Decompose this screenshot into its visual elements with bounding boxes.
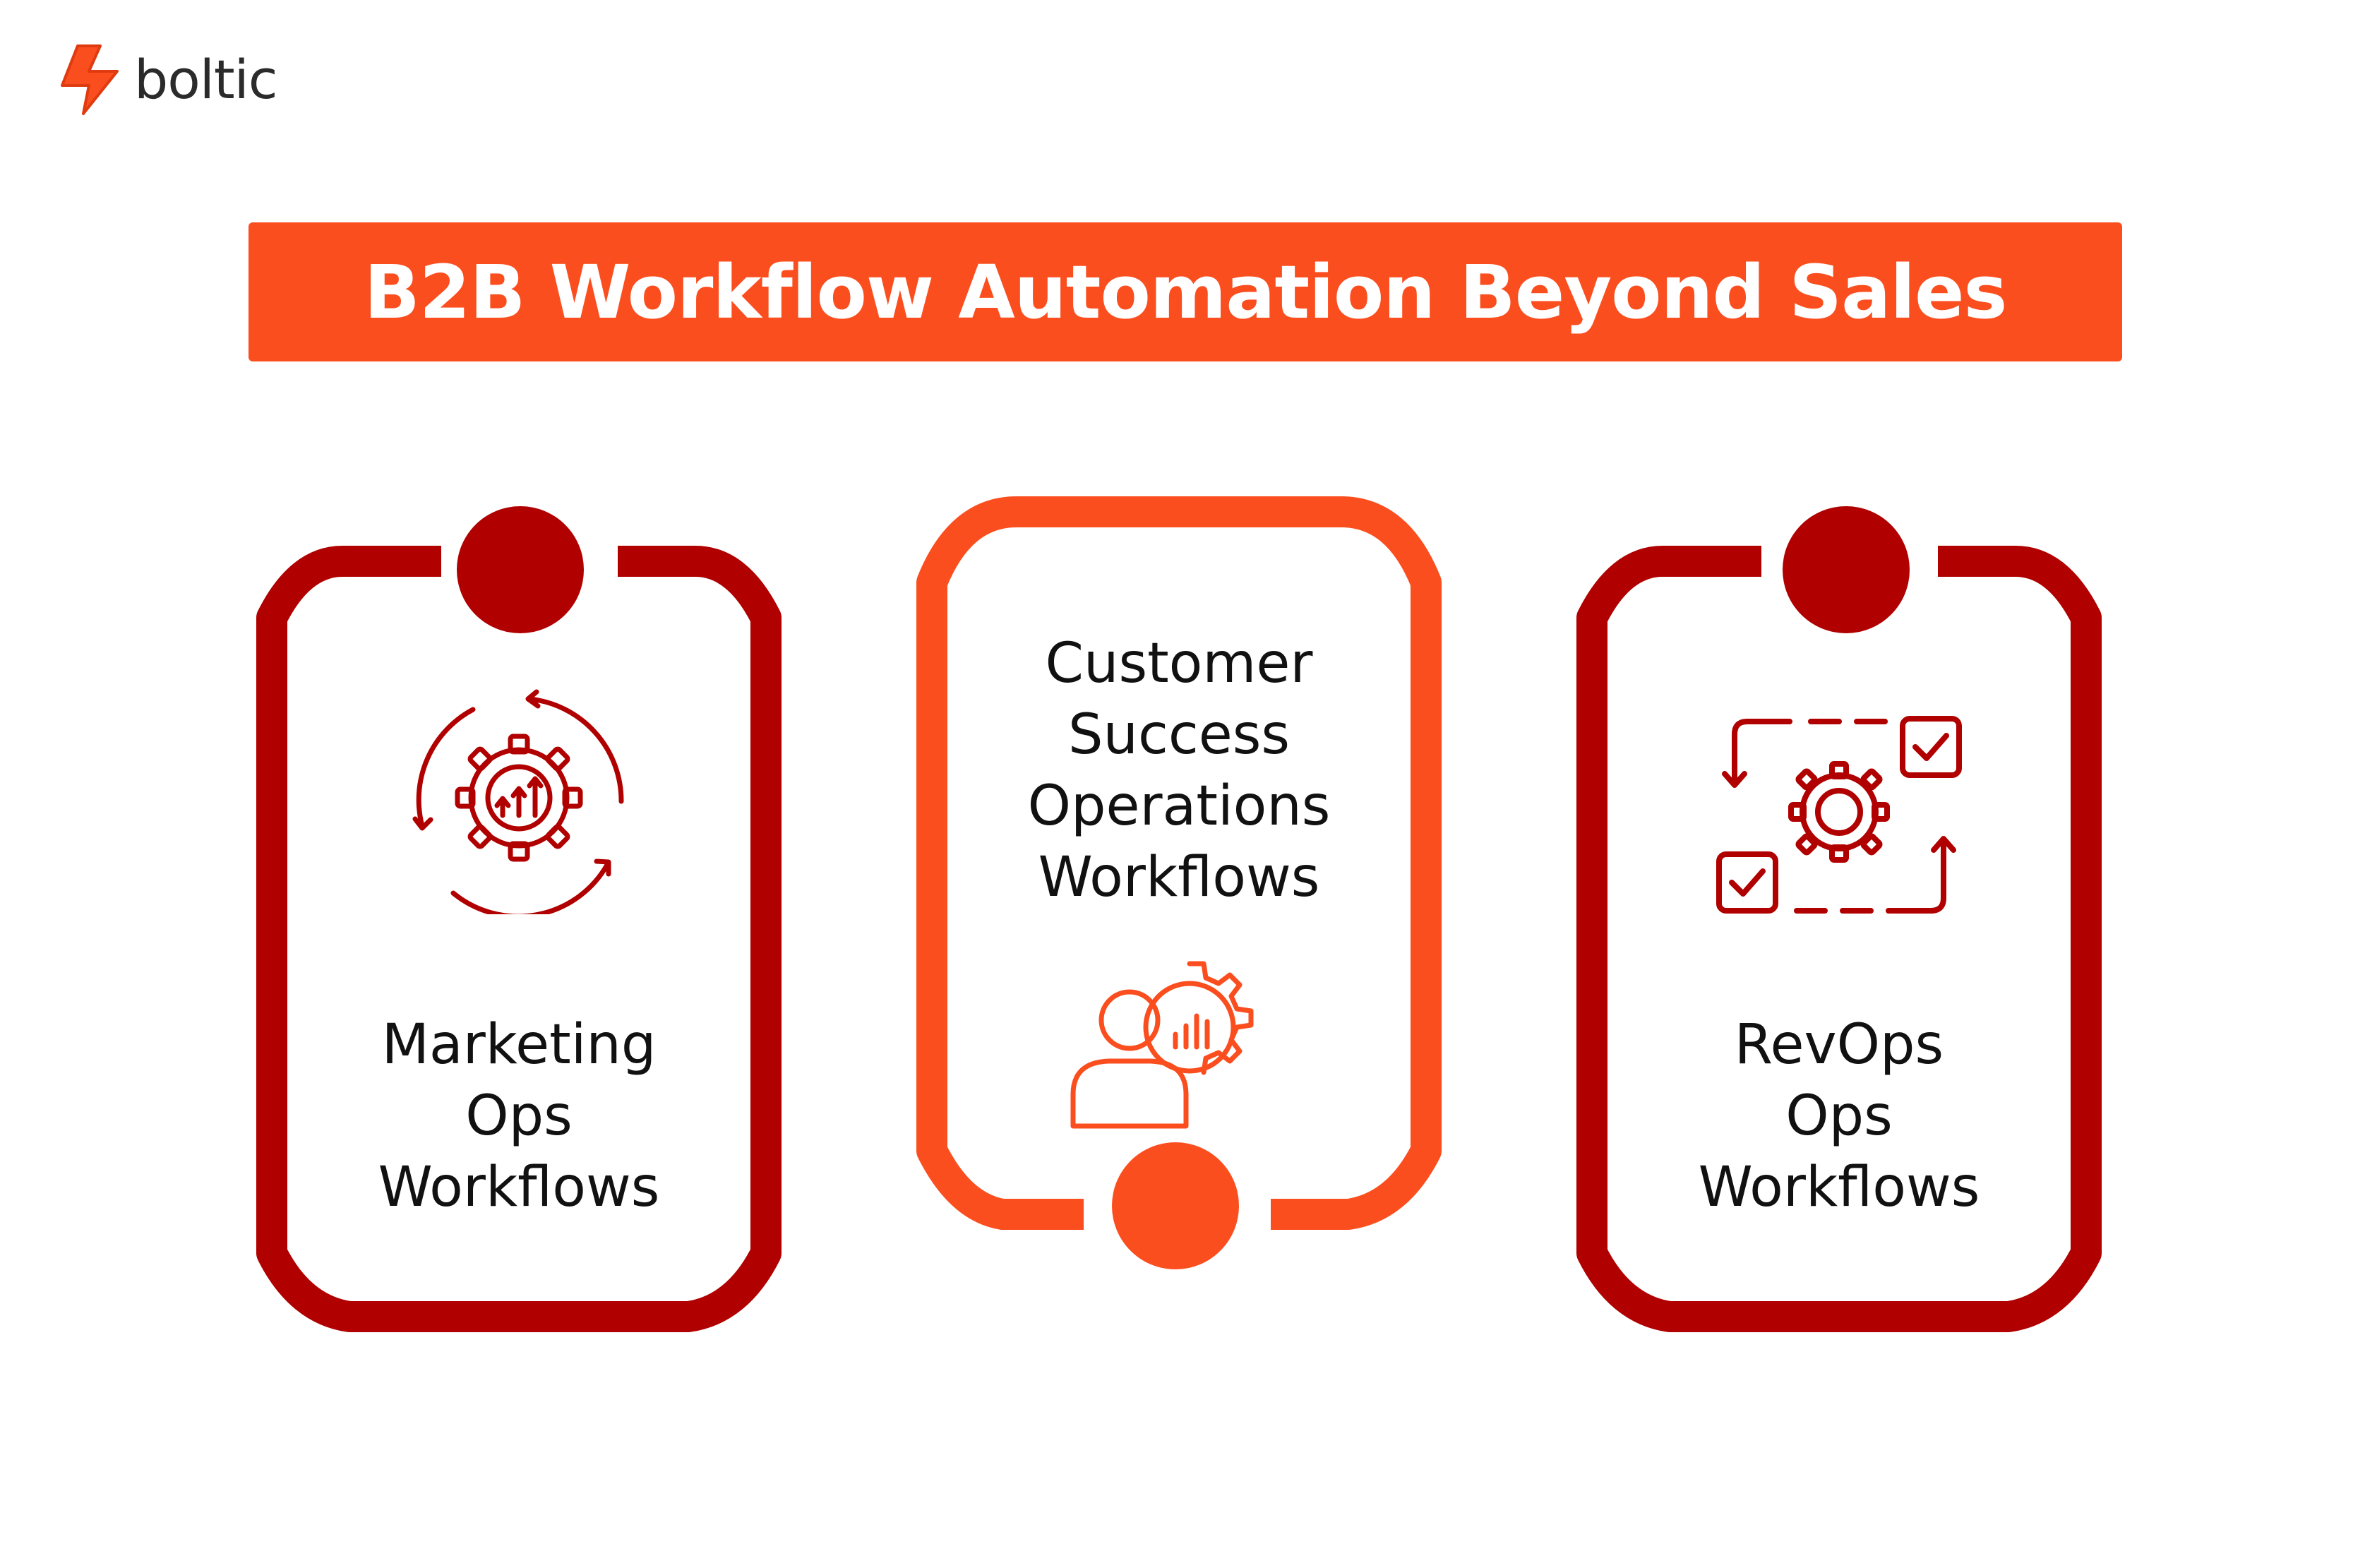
title-banner: B2B Workflow Automation Beyond Sales [249,222,2122,361]
card-frame [916,496,1442,1269]
brand-name: boltic [134,48,278,111]
gear-checklist-process-icon [1716,716,1962,914]
card-label-line: Success [1068,703,1290,767]
card-tab-circle [1783,506,1910,633]
card-label: Marketing Ops Workflows [300,1010,738,1223]
card-revops: RevOps Ops Workflows [1576,491,2102,1332]
card-label: RevOps Ops Workflows [1620,1010,2058,1223]
card-label-line: Operations [1027,774,1331,838]
card-label-line: Ops [465,1084,573,1148]
lightning-bolt-icon [61,44,119,115]
card-label-line: Workflows [1038,846,1320,909]
brand-logo: boltic [56,41,278,119]
card-label-line: RevOps [1734,1013,1944,1077]
card-label-line: Marketing [381,1013,657,1077]
card-label-line: Workflows [378,1156,660,1219]
card-tab-circle [457,506,584,633]
card-customer-success: Customer Success Operations Workflows [916,491,1442,1324]
gear-growth-cycle-icon [412,689,624,914]
card-tab-circle [1112,1142,1239,1269]
card-label-line: Ops [1785,1084,1893,1148]
card-label: Customer Success Operations Workflows [960,628,1398,914]
card-frame [1576,506,2102,1332]
user-gear-analytics-icon [1070,961,1254,1129]
card-label-line: Customer [1045,632,1313,695]
page-title: B2B Workflow Automation Beyond Sales [364,249,2008,335]
card-label-line: Workflows [1698,1156,1980,1219]
card-frame [256,506,782,1332]
card-marketing-ops: Marketing Ops Workflows [256,491,782,1332]
